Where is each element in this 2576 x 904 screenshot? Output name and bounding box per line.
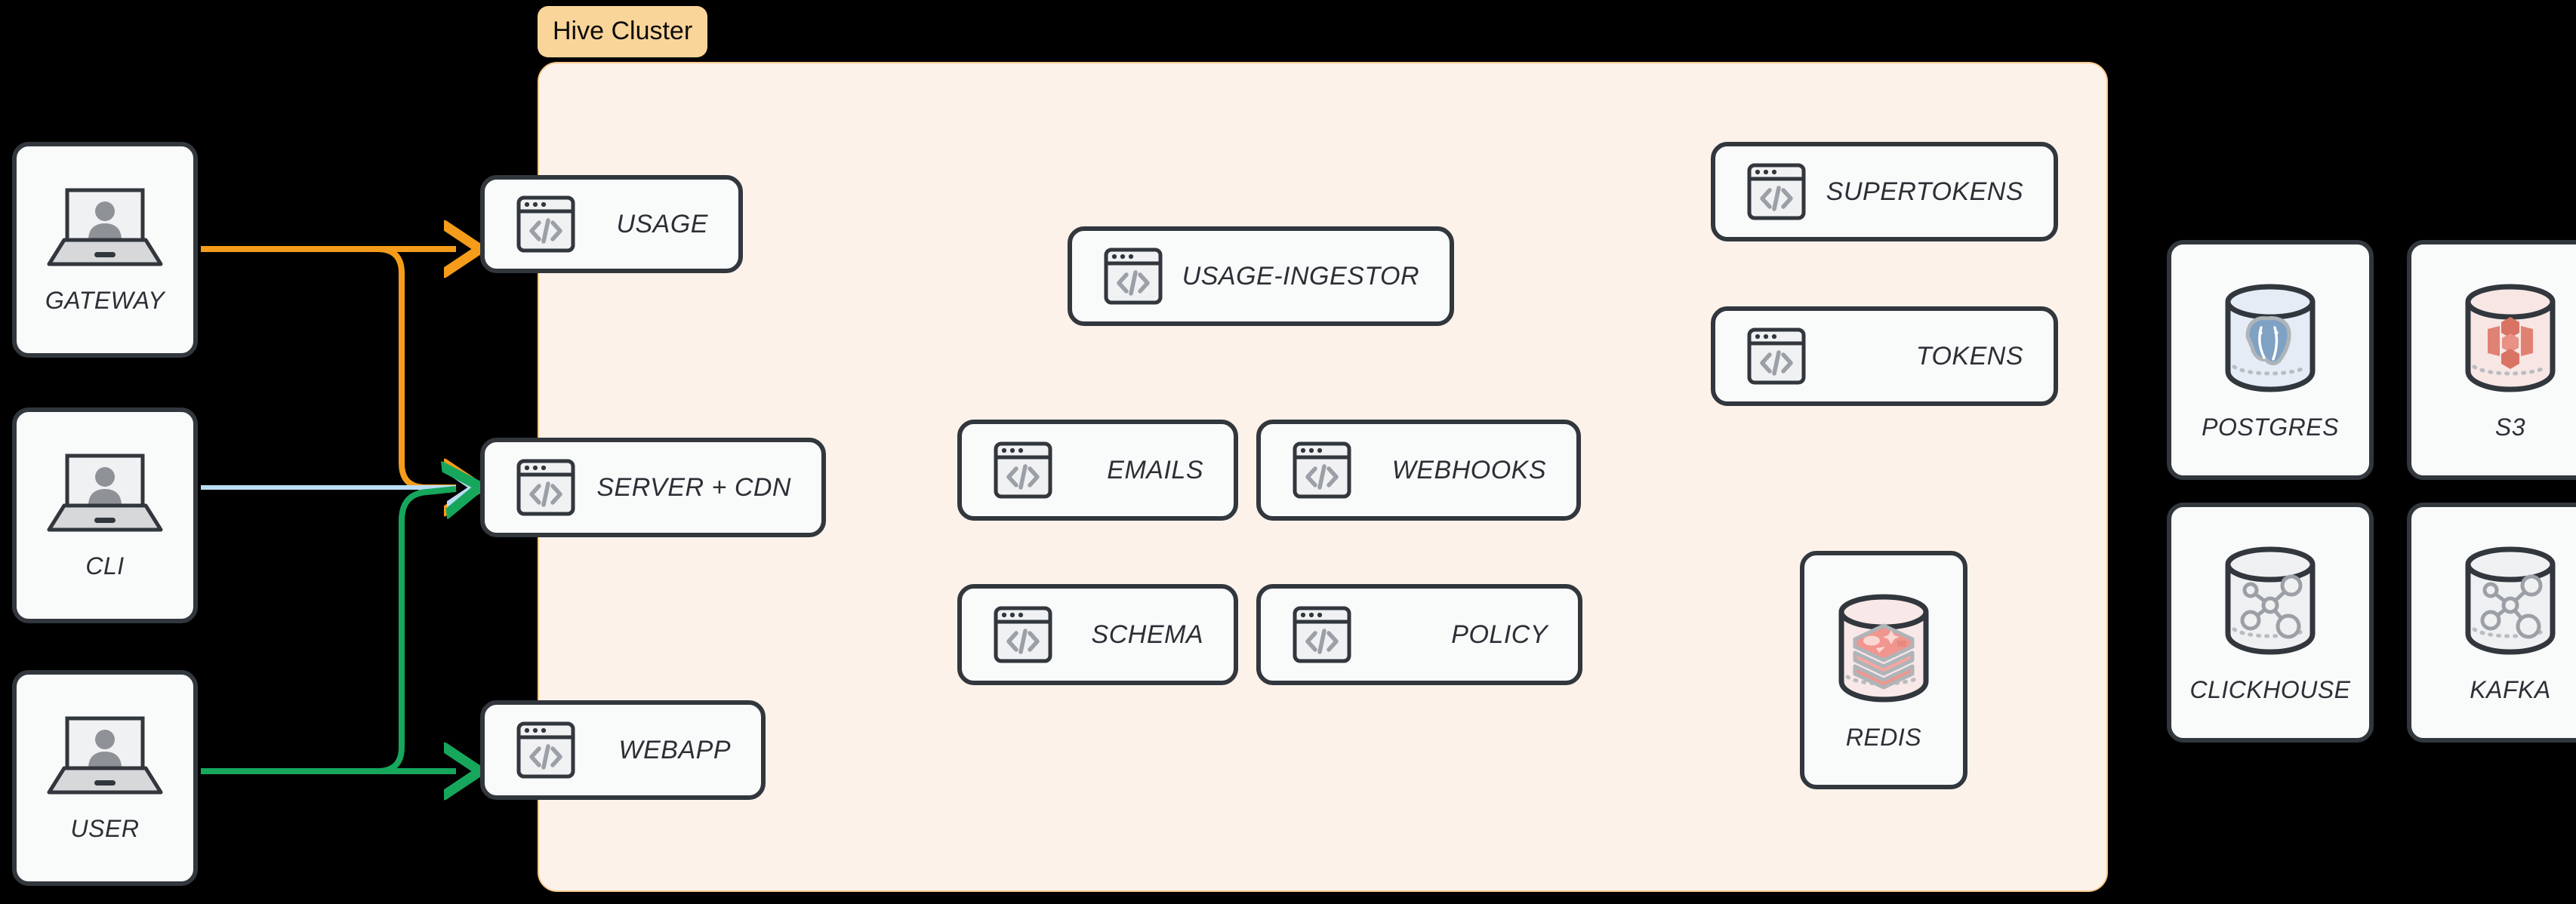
service-label-usage: USAGE [616,209,708,238]
client-card-cli[interactable]: CLI [12,407,198,623]
datastore-card-postgres[interactable]: POSTGRES [2167,240,2374,480]
client-label-user: USER [70,814,140,842]
client-card-gateway[interactable]: GATEWAY [12,142,198,358]
client-label-cli: CLI [85,552,125,580]
code-window-icon [516,195,575,253]
datastore-card-s3[interactable]: S3 [2407,240,2576,480]
service-card-webhooks[interactable]: WEBHOOKS [1256,420,1581,521]
laptop-user-icon [47,716,163,794]
service-label-webapp: WEBAPP [618,735,731,764]
datastore-label-redis: REDIS [1845,723,1922,751]
datastore-card-redis[interactable]: REDIS [1800,551,1967,789]
service-label-supertokens: SUPERTOKENS [1826,177,2023,206]
code-window-icon [516,459,575,516]
code-window-icon [1747,163,1806,220]
wire-gateway-to-server-cdn [201,246,456,487]
code-window-icon [994,606,1052,663]
service-card-emails[interactable]: EMAILS [957,420,1238,521]
datastore-label-s3: S3 [2494,413,2526,441]
code-window-icon [516,721,575,779]
datastore-card-kafka[interactable]: KAFKA [2407,503,2576,743]
network-db-icon [2225,546,2316,654]
code-window-icon [1747,163,1806,220]
laptop-user-icon [46,451,164,536]
laptop-user-icon [46,186,164,270]
s3-db-icon [2457,279,2563,397]
code-window-icon [516,721,575,779]
postgres-db-icon [2225,284,2316,392]
code-window-icon [1104,248,1163,305]
code-window-icon [1104,248,1163,305]
code-window-icon [994,441,1052,499]
redis-db-icon [1838,594,1929,702]
service-card-webapp[interactable]: WEBAPP [480,700,766,800]
network-db-icon [2465,546,2556,654]
service-card-usage-ingestor[interactable]: USAGE-INGESTOR [1068,226,1454,326]
service-card-supertokens[interactable]: SUPERTOKENS [1711,142,2058,241]
code-window-icon [1293,441,1351,499]
service-label-policy: POLICY [1451,620,1548,649]
service-card-schema[interactable]: SCHEMA [957,584,1238,685]
laptop-user-icon [46,714,164,798]
code-window-icon [1293,606,1351,663]
code-window-icon [994,441,1052,499]
postgres-db-icon [2217,279,2323,397]
client-label-gateway: GATEWAY [45,286,165,314]
service-card-server-cdn[interactable]: SERVER + CDN [480,438,826,537]
code-window-icon [1747,327,1806,385]
code-window-icon [516,195,575,253]
code-window-icon [1293,441,1351,499]
service-label-webhooks: WEBHOOKS [1391,455,1546,484]
datastore-label-clickhouse: CLICKHOUSE [2189,675,2351,703]
service-label-tokens: TOKENS [1915,341,2023,371]
service-card-policy[interactable]: POLICY [1256,584,1582,685]
hive-cluster-badge: Hive Cluster [538,6,708,57]
network-db-icon [2217,542,2323,660]
laptop-user-icon [47,454,163,531]
service-label-server-cdn: SERVER + CDN [596,472,791,502]
code-window-icon [1293,606,1351,663]
service-label-schema: SCHEMA [1091,620,1203,649]
code-window-icon [516,459,575,516]
s3-db-icon [2465,284,2556,392]
datastore-label-kafka: KAFKA [2470,675,2551,703]
code-window-icon [994,606,1052,663]
service-card-tokens[interactable]: TOKENS [1711,306,2058,406]
code-window-icon [1747,327,1806,385]
client-card-user[interactable]: USER [12,670,198,886]
service-card-usage[interactable]: USAGE [480,175,743,273]
wire-user-to-server-cdn [201,489,456,774]
service-label-usage-ingestor: USAGE-INGESTOR [1182,261,1419,291]
datastore-label-postgres: POSTGRES [2202,413,2339,441]
network-db-icon [2457,542,2563,660]
redis-db-icon [1831,589,1937,707]
service-label-emails: EMAILS [1107,455,1203,484]
laptop-user-icon [47,188,163,266]
datastore-card-clickhouse[interactable]: CLICKHOUSE [2167,503,2374,743]
